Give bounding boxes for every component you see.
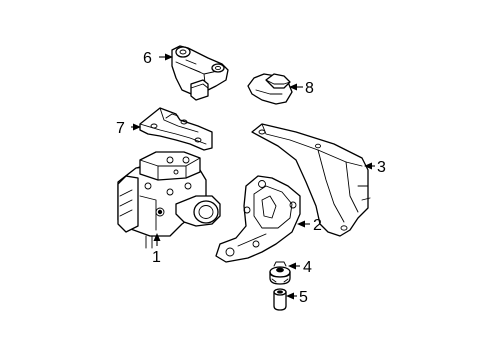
leader-lines (131, 53, 375, 300)
callout-6: 6 (143, 50, 152, 67)
part-8-sensor (247, 73, 293, 105)
callout-4: 4 (303, 259, 312, 276)
part-2-bracket-plate (215, 175, 301, 263)
part-5-sleeve (273, 288, 287, 311)
callout-3: 3 (377, 159, 386, 176)
callout-8: 8 (305, 80, 314, 97)
callout-1: 1 (152, 249, 161, 266)
part-4-grommet (269, 261, 291, 285)
part-6-yaw-sensor (171, 45, 229, 101)
callout-7: 7 (116, 120, 125, 137)
part-7-bracket (139, 107, 213, 151)
callout-2: 2 (313, 217, 322, 234)
part-1-abs-modulator (117, 151, 221, 249)
part-3-mounting-bracket (251, 123, 371, 237)
callout-5: 5 (299, 289, 308, 306)
